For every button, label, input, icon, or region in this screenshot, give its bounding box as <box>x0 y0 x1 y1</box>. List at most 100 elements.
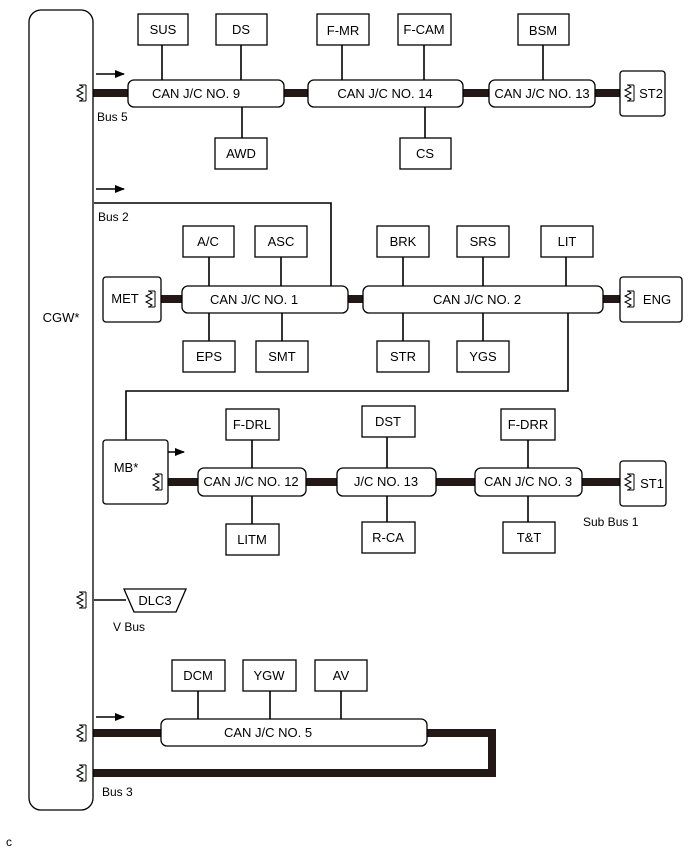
ecu-litm[interactable] <box>225 523 280 556</box>
resistor-icon <box>144 290 156 308</box>
thin-wires <box>94 45 569 719</box>
ecu-cs[interactable] <box>399 137 452 170</box>
ecu-dcm[interactable] <box>171 659 226 692</box>
ecu-smt[interactable] <box>255 340 309 373</box>
ecu-st1-label: ST1 <box>640 476 664 491</box>
ecu-brk[interactable] <box>376 225 430 258</box>
ecu-eps[interactable] <box>182 340 236 373</box>
ecu-asc-label: ASC <box>268 234 295 249</box>
ecu-ds[interactable] <box>215 13 268 46</box>
junction-connectors: CAN J/C NO. 9 CAN J/C NO. 14 CAN J/C NO.… <box>127 79 604 747</box>
resistor-icon <box>623 473 635 491</box>
ecu-rca-label: R-CA <box>372 530 404 545</box>
resistor-icon <box>75 724 87 742</box>
ecu-fmr-label: F-MR <box>327 23 360 38</box>
resistor-icon <box>623 290 635 308</box>
resistor-icon <box>151 473 163 491</box>
bus2-wire <box>94 202 332 290</box>
jc2-label: CAN J/C NO. 2 <box>433 292 521 307</box>
ecu-tt[interactable] <box>502 521 556 554</box>
ecu-fcam[interactable] <box>397 13 452 46</box>
ecu-awd-label: AWD <box>226 146 256 161</box>
ecu-tt-label: T&T <box>517 530 542 545</box>
ecu-lit-label: LIT <box>558 234 577 249</box>
ecu-fdrr-label: F-DRR <box>508 417 548 432</box>
jc5-connector[interactable] <box>160 718 428 747</box>
jc1-connector[interactable] <box>181 285 349 314</box>
jc12-label: CAN J/C NO. 12 <box>203 474 298 489</box>
jc12-connector[interactable] <box>197 467 307 497</box>
ecu-ds-label: DS <box>232 22 250 37</box>
ecu-st2[interactable] <box>619 70 666 117</box>
jc14-connector[interactable] <box>307 79 464 108</box>
ecu-ygs[interactable] <box>456 340 510 373</box>
ecu-fdrl[interactable] <box>225 408 280 441</box>
ecu-bsm[interactable] <box>517 13 570 46</box>
jc13-label: CAN J/C NO. 13 <box>494 86 589 101</box>
resistor-icon <box>75 764 87 782</box>
bus2-label: Bus 2 <box>98 210 129 224</box>
ecu-lit[interactable] <box>540 225 594 258</box>
signal-arrows <box>96 70 185 721</box>
ecu-eng-label: ENG <box>643 292 671 307</box>
figure-code: c <box>6 835 12 849</box>
ecu-ygw-label: YGW <box>253 668 285 683</box>
resistor-icon <box>75 84 87 102</box>
ecu-ygw[interactable] <box>242 659 297 692</box>
ecu-met[interactable] <box>102 276 162 323</box>
ecu-str-label: STR <box>390 349 416 364</box>
jc9-label: CAN J/C NO. 9 <box>152 86 240 101</box>
resistor-icon <box>75 591 87 609</box>
dlc3-label: DLC3 <box>138 593 171 608</box>
ecu-srs[interactable] <box>456 225 510 258</box>
ecu-ac-label: A/C <box>197 234 219 249</box>
jc5-label: CAN J/C NO. 5 <box>224 725 312 740</box>
ecu-st2-label: ST2 <box>639 86 663 101</box>
ecu-dcm-label: DCM <box>183 668 213 683</box>
ecu-modules: SUS DS F-MR F-CAM BSM AWD CS ST2 A/C ASC… <box>102 13 683 692</box>
ecu-str[interactable] <box>376 340 430 373</box>
ecu-ygs-label: YGS <box>469 349 497 364</box>
ecu-rca[interactable] <box>361 521 416 554</box>
jc13-connector[interactable] <box>488 79 596 108</box>
cgw-gateway[interactable] <box>28 9 94 811</box>
ecu-fcam-label: F-CAM <box>403 22 444 37</box>
ecu-bsm-label: BSM <box>529 23 557 38</box>
dlc3-connector[interactable] <box>123 588 187 613</box>
ecu-smt-label: SMT <box>268 349 296 364</box>
ecu-av-label: AV <box>333 668 350 683</box>
vbus-label: V Bus <box>113 620 145 634</box>
ecu-av[interactable] <box>314 659 368 692</box>
jc3-connector[interactable] <box>474 467 583 497</box>
ecu-cs-label: CS <box>416 146 434 161</box>
ecu-fmr[interactable] <box>316 13 370 46</box>
ecu-sus-label: SUS <box>150 22 177 37</box>
jc2-connector[interactable] <box>362 285 604 314</box>
jcn13-connector[interactable] <box>336 467 437 497</box>
subbus1-label: Sub Bus 1 <box>583 515 639 529</box>
ecu-eps-label: EPS <box>196 349 222 364</box>
jc2-mb-wire <box>125 308 569 440</box>
ecu-fdrl-label: F-DRL <box>233 417 271 432</box>
ecu-ac[interactable] <box>182 225 235 258</box>
ecu-fdrr[interactable] <box>500 408 556 441</box>
jc3-label: CAN J/C NO. 3 <box>484 474 572 489</box>
jc14-label: CAN J/C NO. 14 <box>337 86 432 101</box>
ecu-dst[interactable] <box>361 405 416 438</box>
bus5-label: Bus 5 <box>97 110 128 124</box>
ecu-asc[interactable] <box>254 225 308 258</box>
terminator-symbols <box>75 84 635 782</box>
ecu-awd[interactable] <box>214 137 268 170</box>
ecu-st1[interactable] <box>619 460 667 507</box>
resistor-icon <box>623 84 635 102</box>
ecu-mb[interactable] <box>102 439 169 505</box>
ecu-sus[interactable] <box>137 13 189 46</box>
ecu-litm-label: LITM <box>237 532 267 547</box>
ecu-dst-label: DST <box>375 414 401 429</box>
ecu-srs-label: SRS <box>470 234 497 249</box>
jc9-connector[interactable] <box>127 79 285 108</box>
ecu-eng[interactable] <box>619 276 683 323</box>
ecu-brk-label: BRK <box>390 234 417 249</box>
jc1-label: CAN J/C NO. 1 <box>210 292 298 307</box>
